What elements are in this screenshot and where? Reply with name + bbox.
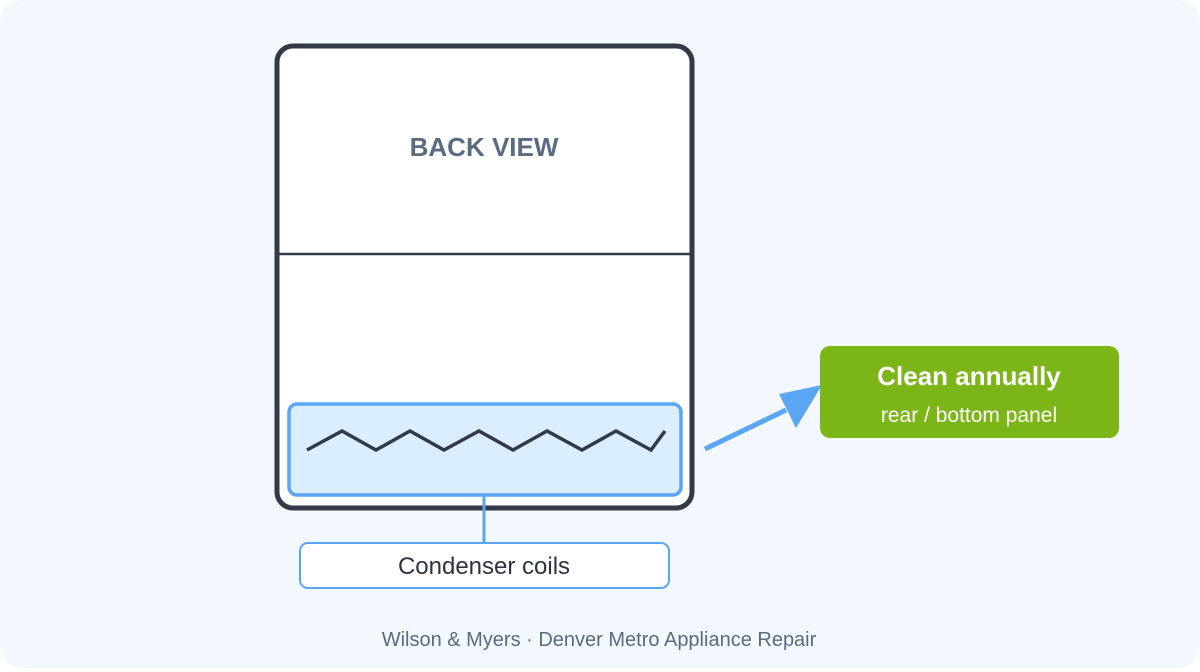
arrow-right-icon <box>703 385 822 452</box>
callout-box <box>820 346 1119 438</box>
footer-credit: Wilson & Myers · Denver Metro Appliance … <box>382 629 817 651</box>
view-label: BACK VIEW <box>410 132 559 162</box>
coil-label: Condenser coils <box>398 553 570 580</box>
callout-title: Clean annually <box>877 361 1061 391</box>
coil-label-box <box>299 542 670 589</box>
callout-subtitle: rear / bottom panel <box>881 404 1057 427</box>
zigzag-coil-icon <box>306 428 667 453</box>
coil-highlight <box>287 402 683 497</box>
